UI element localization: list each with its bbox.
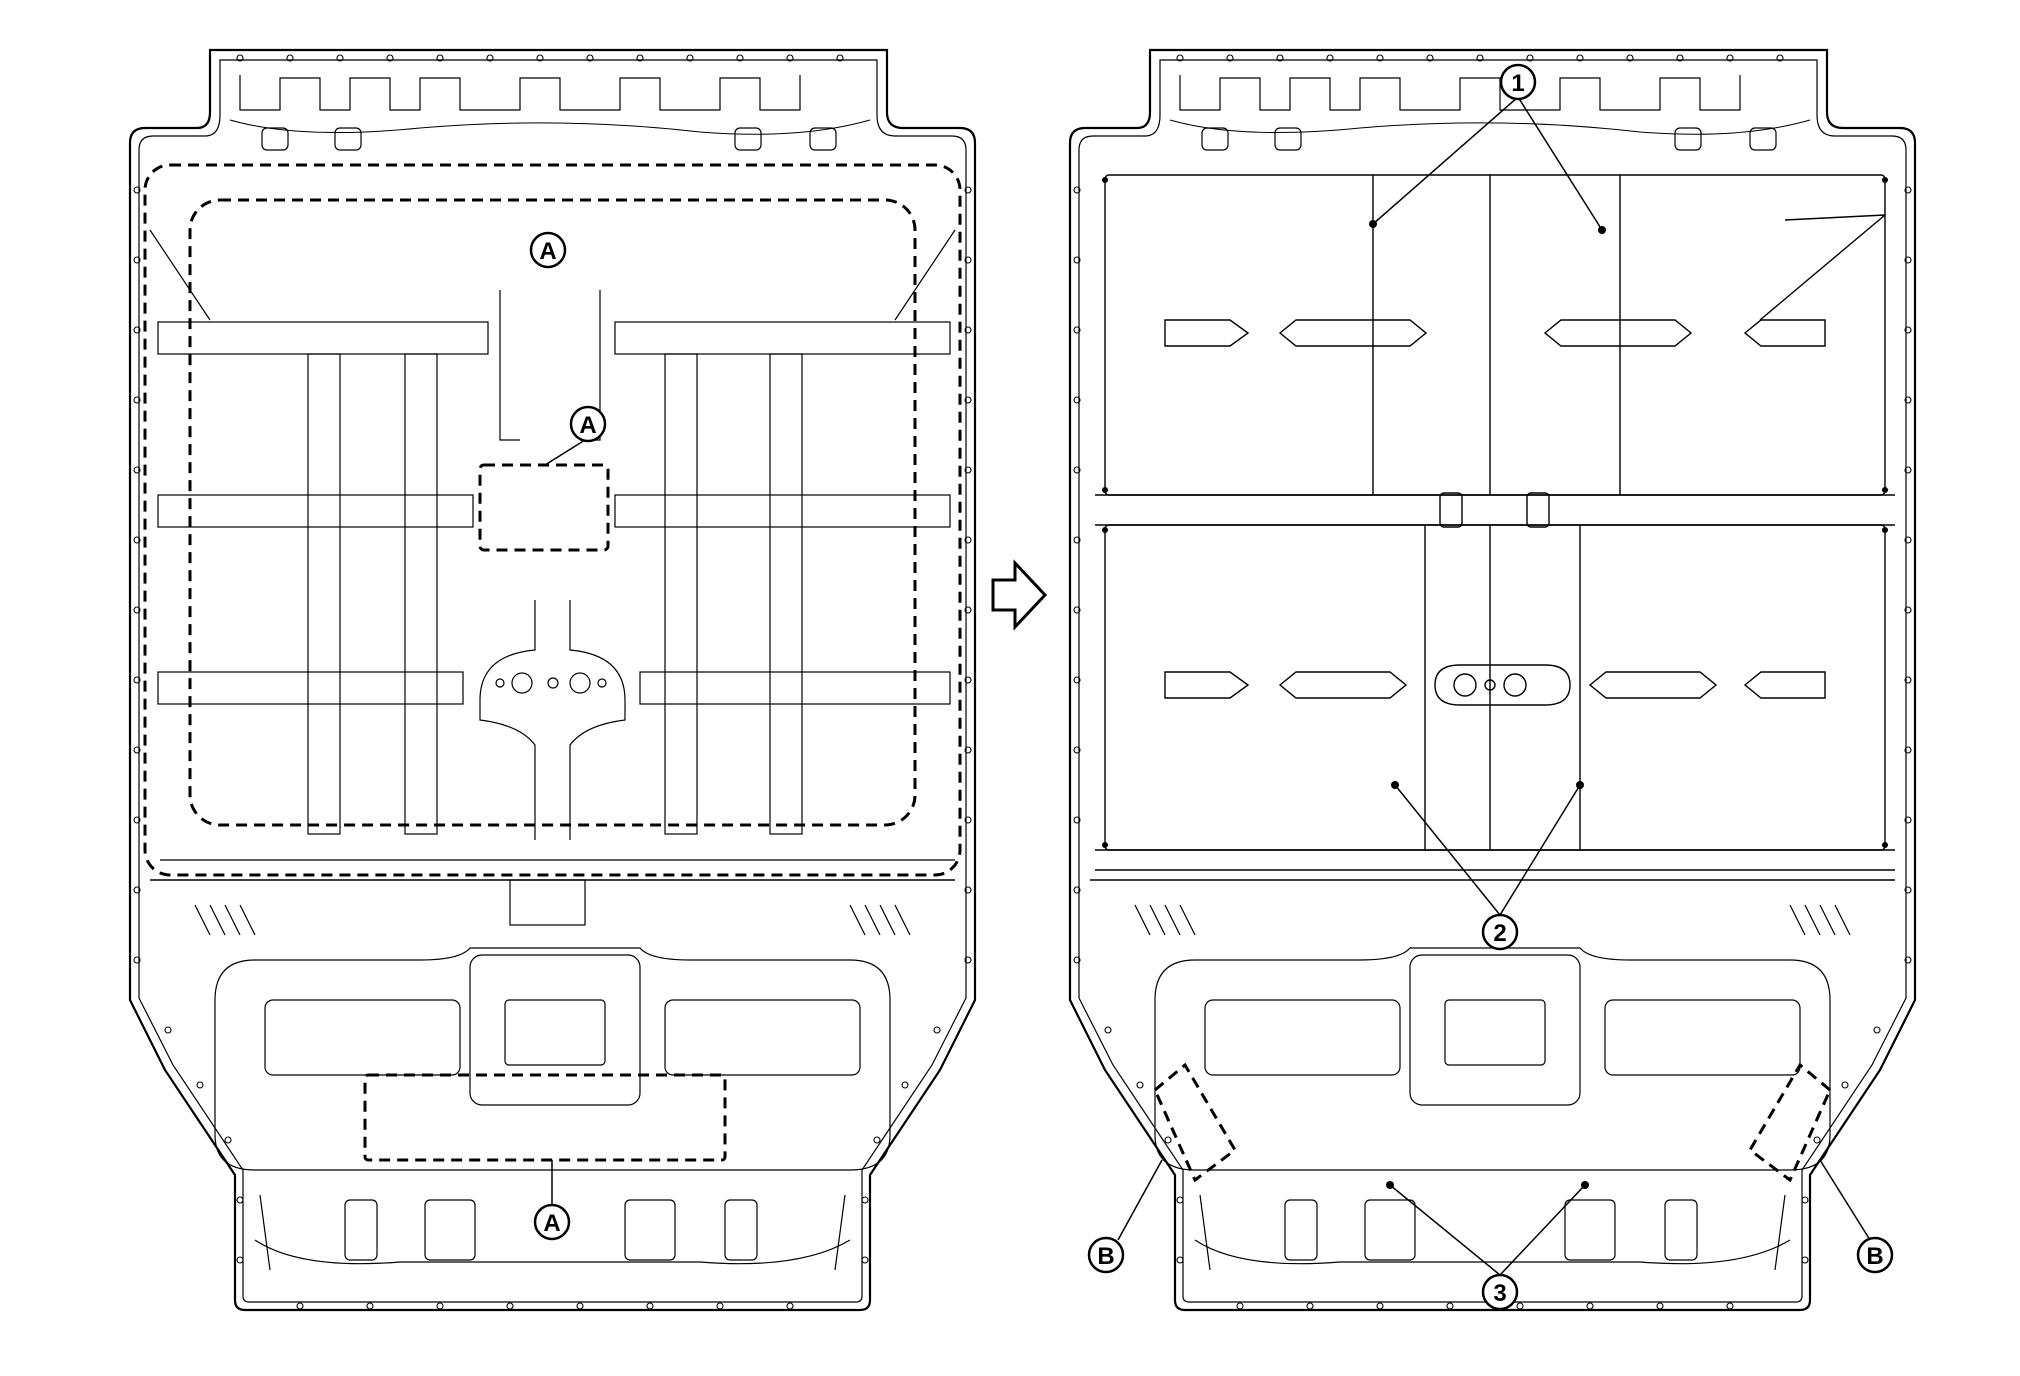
- callout-a-center-label: A: [579, 412, 596, 439]
- dashed-outlines: [143, 163, 962, 1162]
- callout-a-top: A: [529, 231, 567, 269]
- tray-after-removal: 1 2 3: [1068, 48, 1917, 1312]
- dashed-zones-b: [1153, 1062, 1832, 1183]
- callout-1: 1: [1499, 63, 1537, 101]
- module-covers: [1095, 174, 1895, 871]
- callout-b-right: B: [1856, 1236, 1894, 1274]
- callout-2-label: 2: [1493, 920, 1506, 947]
- callout-3: 3: [1481, 1273, 1519, 1311]
- callout-a-bottom-label: A: [543, 1210, 560, 1237]
- callout-b-right-label: B: [1866, 1243, 1883, 1270]
- callout-a-bottom: A: [533, 1203, 571, 1241]
- callout-a-center: A: [569, 405, 607, 443]
- callout-2: 2: [1481, 913, 1519, 951]
- callout-b-left-label: B: [1097, 1243, 1114, 1270]
- callout-1-label: 1: [1511, 70, 1524, 97]
- callout-a-top-label: A: [539, 238, 556, 265]
- callout-b-left: B: [1087, 1236, 1125, 1274]
- callout-3-label: 3: [1493, 1280, 1506, 1307]
- tray-before-removal: A A A: [128, 48, 977, 1312]
- hollow-right-arrow-icon: [991, 559, 1048, 631]
- cross-members: [149, 229, 956, 926]
